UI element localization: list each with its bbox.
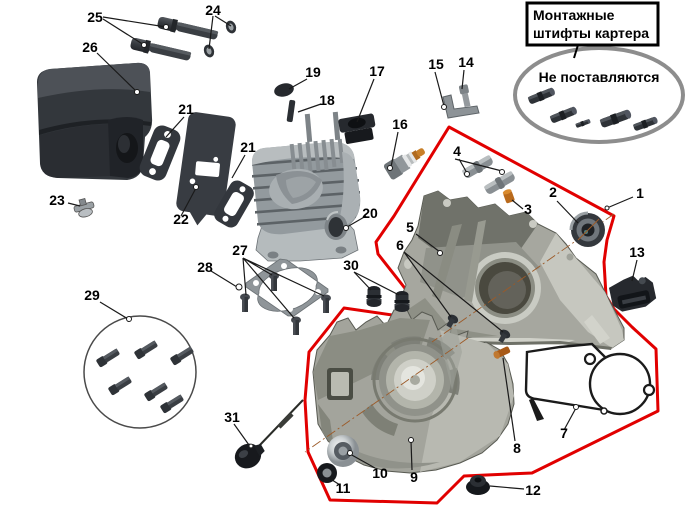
svg-text:23: 23: [49, 192, 65, 208]
svg-text:6: 6: [396, 237, 404, 253]
svg-text:27: 27: [232, 242, 248, 258]
svg-text:13: 13: [629, 244, 645, 260]
svg-text:15: 15: [428, 56, 444, 72]
svg-text:28: 28: [197, 259, 213, 275]
svg-text:19: 19: [305, 64, 321, 80]
svg-text:1: 1: [636, 185, 644, 201]
svg-text:16: 16: [392, 116, 408, 132]
svg-text:Не поставляются: Не поставляются: [539, 69, 660, 85]
svg-text:21: 21: [178, 101, 194, 117]
svg-text:21: 21: [240, 139, 256, 155]
svg-text:12: 12: [525, 482, 541, 498]
svg-text:14: 14: [458, 54, 474, 70]
svg-text:31: 31: [224, 409, 240, 425]
svg-text:25: 25: [87, 9, 103, 25]
svg-text:20: 20: [362, 205, 378, 221]
svg-text:4: 4: [453, 143, 461, 159]
svg-text:3: 3: [524, 201, 532, 217]
svg-text:7: 7: [560, 425, 568, 441]
svg-text:29: 29: [84, 287, 100, 303]
svg-text:штифты картера: штифты картера: [533, 25, 649, 41]
svg-text:18: 18: [319, 92, 335, 108]
svg-text:Монтажные: Монтажные: [533, 7, 615, 23]
svg-text:10: 10: [372, 465, 388, 481]
svg-text:24: 24: [205, 2, 221, 18]
svg-text:11: 11: [336, 480, 351, 496]
svg-text:2: 2: [549, 184, 557, 200]
svg-text:8: 8: [513, 440, 521, 456]
svg-text:17: 17: [369, 63, 385, 79]
svg-text:26: 26: [82, 39, 98, 55]
svg-text:22: 22: [173, 211, 189, 227]
svg-text:30: 30: [343, 257, 359, 273]
svg-text:9: 9: [410, 469, 418, 485]
svg-text:5: 5: [406, 219, 414, 235]
